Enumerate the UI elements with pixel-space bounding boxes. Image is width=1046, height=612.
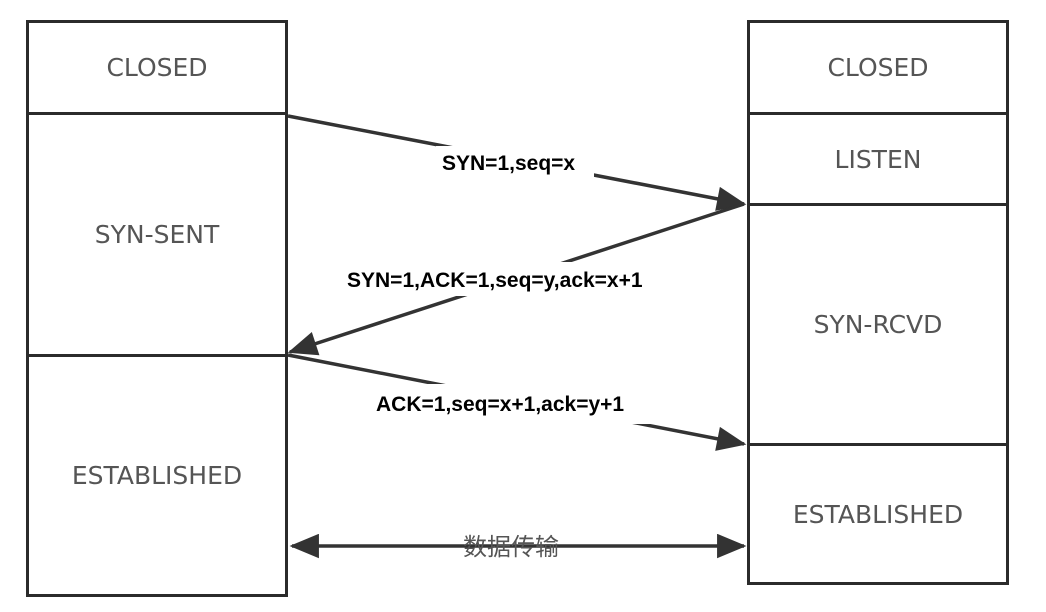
syn-label: SYN=1,seq=x [442, 152, 575, 175]
client-state-closed-label: CLOSED [106, 53, 208, 82]
client-state-established: ESTABLISHED [26, 354, 288, 597]
server-state-syn-rcvd: SYN-RCVD [747, 203, 1009, 446]
server-state-closed-label: CLOSED [827, 53, 929, 82]
server-state-closed: CLOSED [747, 20, 1009, 115]
ack-label-bg [322, 384, 682, 424]
client-state-syn-sent-label: SYN-SENT [94, 220, 220, 249]
ack-label: ACK=1,seq=x+1,ack=y+1 [376, 393, 624, 416]
data-transfer-label: 数据传输 [463, 533, 559, 561]
syn-label-bg [436, 146, 594, 178]
client-state-closed: CLOSED [26, 20, 288, 115]
server-state-syn-rcvd-label: SYN-RCVD [813, 310, 943, 339]
syn-ack-label: SYN=1,ACK=1,seq=y,ack=x+1 [347, 269, 643, 292]
server-state-listen-label: LISTEN [834, 144, 922, 174]
client-state-established-label: ESTABLISHED [71, 461, 243, 490]
server-state-established-label: ESTABLISHED [792, 499, 964, 529]
server-state-listen: LISTEN [747, 112, 1009, 206]
syn-ack-label-bg [342, 262, 694, 296]
server-state-established: ESTABLISHED [747, 443, 1009, 585]
